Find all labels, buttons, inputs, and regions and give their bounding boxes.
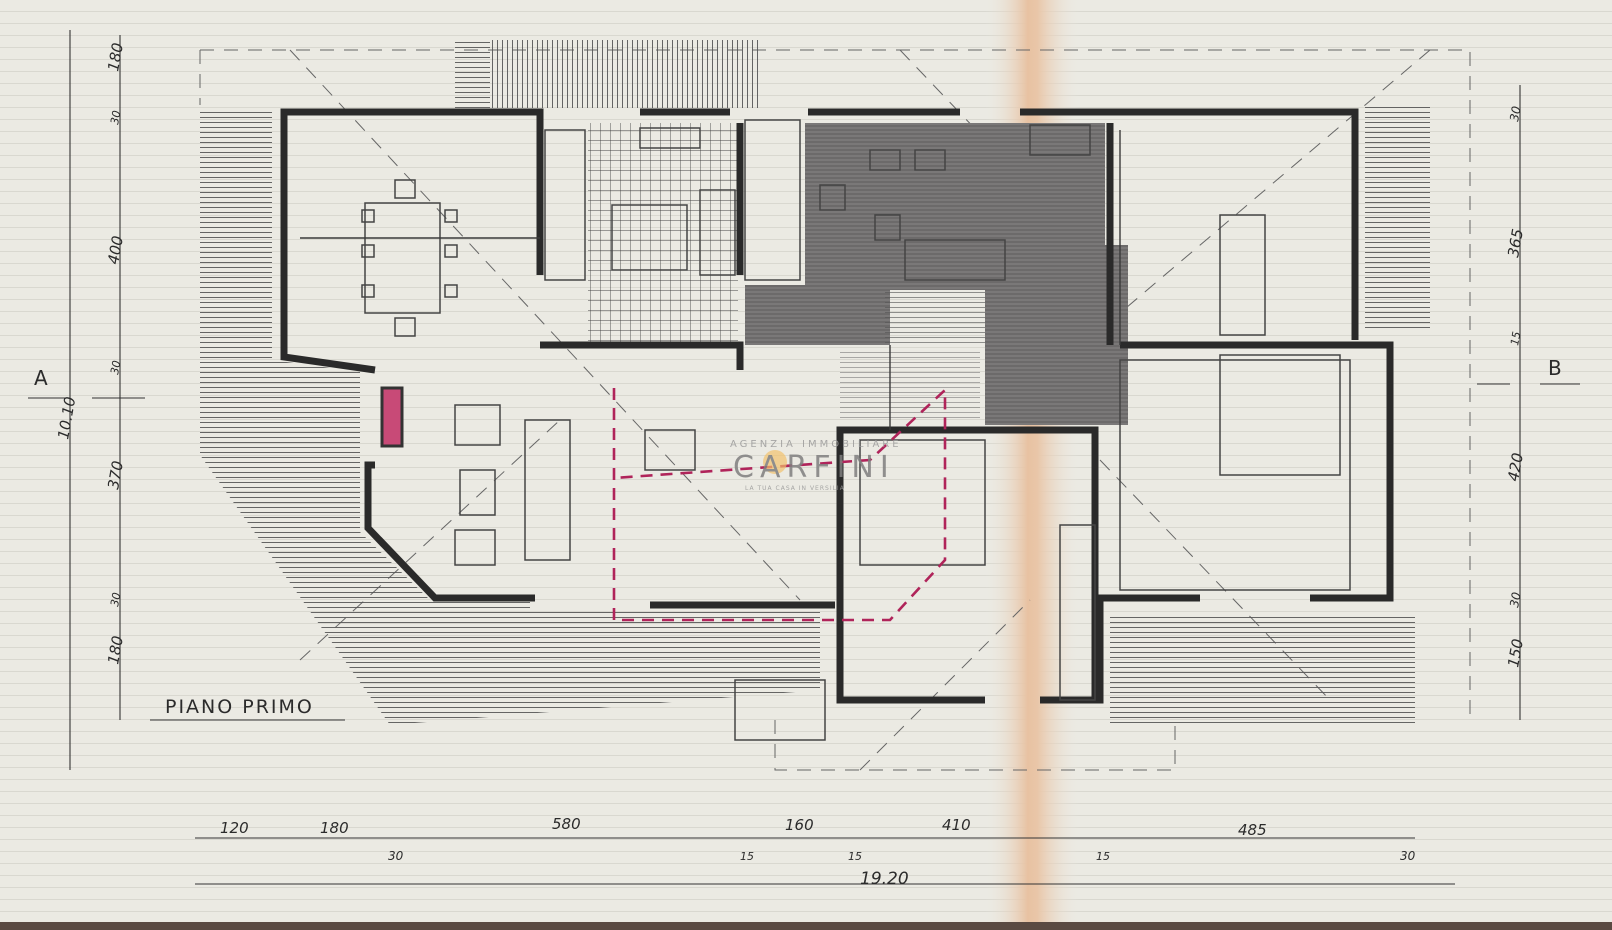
- dim-right-1: 365: [1504, 227, 1527, 258]
- dim-right-0: 30: [1507, 105, 1524, 123]
- stair-top: [455, 40, 490, 108]
- terraces: [200, 40, 1430, 725]
- walls: [280, 108, 1394, 704]
- watermark-brand: CARFINI: [733, 450, 895, 485]
- watermark-tagline: LA TUA CASA IN VERSILIA: [745, 485, 845, 492]
- dim-bottom-7: 410: [942, 816, 971, 834]
- dim-bottom-1: 180: [320, 819, 349, 837]
- stair-treads-lower: [840, 350, 980, 420]
- watermark-line1: AGENZIA IMMOBILIARE: [730, 439, 902, 450]
- bottom-dimensions: 120 180 30 580 15 160 15 410 15 485 30 1…: [220, 815, 1416, 889]
- dim-left-0: 180: [104, 41, 127, 72]
- right-dimensions: 30 365 15 420 30 150 B: [1504, 105, 1562, 669]
- dim-bottom-10: 30: [1400, 849, 1416, 863]
- paper-bottom-edge: [0, 922, 1612, 930]
- dim-bottom-2: 30: [388, 849, 404, 863]
- balcony-right: [1365, 105, 1430, 330]
- dim-right-4: 30: [1507, 591, 1524, 609]
- furniture: [300, 119, 1351, 741]
- dim-left-2: 400: [104, 234, 127, 265]
- drawing-title: PIANO PRIMO: [165, 696, 314, 718]
- dim-bottom-9: 485: [1238, 821, 1267, 839]
- watermark-sun-logo: [763, 450, 787, 474]
- dim-bottom-5: 160: [785, 816, 814, 834]
- dim-left-5: 30: [108, 591, 123, 607]
- dim-right-3: 420: [1504, 451, 1527, 482]
- terrace-left: [200, 108, 820, 725]
- section-marker-b: B: [1548, 356, 1562, 380]
- dim-bottom-4: 15: [740, 850, 754, 863]
- dim-bottom-6: 15: [848, 850, 862, 863]
- dark-hall-area: [745, 123, 1128, 425]
- dim-left-6: 180: [104, 634, 127, 665]
- dim-left-3: 30: [108, 359, 123, 375]
- dimension-lines: [28, 30, 1580, 885]
- dim-bottom-0: 120: [220, 819, 249, 837]
- highlighted-area: [612, 387, 947, 622]
- overall-width: 19.20: [860, 869, 909, 889]
- agency-watermark: AGENZIA IMMOBILIARE CARFINI LA TUA CASA …: [730, 439, 902, 492]
- balcony-top: [490, 40, 760, 108]
- chimney-flue: [380, 386, 404, 448]
- dim-left-1: 30: [108, 109, 123, 125]
- dim-bottom-3: 580: [552, 815, 581, 833]
- left-dimensions: 180 30 400 30 370 30 180 10.10 A: [34, 41, 127, 665]
- dim-bottom-8: 15: [1096, 850, 1110, 863]
- dim-right-2: 15: [1508, 330, 1523, 346]
- kitchen-tiled-floor: [588, 123, 738, 343]
- dim-left-4: 370: [104, 459, 127, 490]
- dim-right-5: 150: [1504, 637, 1527, 668]
- stair-treads: [885, 290, 985, 345]
- section-marker-a: A: [34, 366, 48, 390]
- terrace-bottom-right: [1110, 615, 1415, 725]
